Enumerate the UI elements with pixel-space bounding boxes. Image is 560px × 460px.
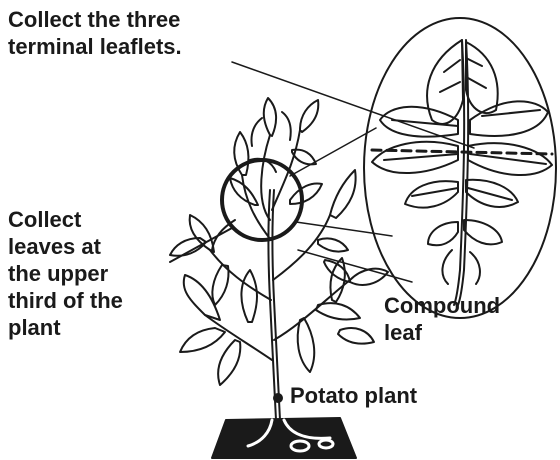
label-line: leaf — [384, 319, 500, 346]
label-line: Collect — [8, 206, 123, 233]
compound-leaf-detail — [372, 40, 552, 305]
label-terminal-leaflets: Collect the three terminal leaflets. — [8, 6, 182, 60]
label-line: Potato plant — [290, 382, 417, 409]
soil-patch — [212, 418, 356, 458]
label-compound-leaf: Compound leaf — [384, 292, 500, 346]
label-upper-third: Collect leaves at the upper third of the… — [8, 206, 123, 341]
plant-leaves — [170, 98, 388, 385]
label-line: leaves at — [8, 233, 123, 260]
cut-line — [372, 150, 552, 154]
label-line: Compound — [384, 292, 500, 319]
label-line: plant — [8, 314, 123, 341]
label-line: the upper — [8, 260, 123, 287]
label-potato-plant: Potato plant — [290, 382, 417, 409]
zoom-line-bottom — [296, 222, 392, 236]
label-line: Collect the three — [8, 6, 182, 33]
label-line: terminal leaflets. — [8, 33, 182, 60]
callout-line-terminal — [232, 62, 474, 148]
label-line: third of the — [8, 287, 123, 314]
